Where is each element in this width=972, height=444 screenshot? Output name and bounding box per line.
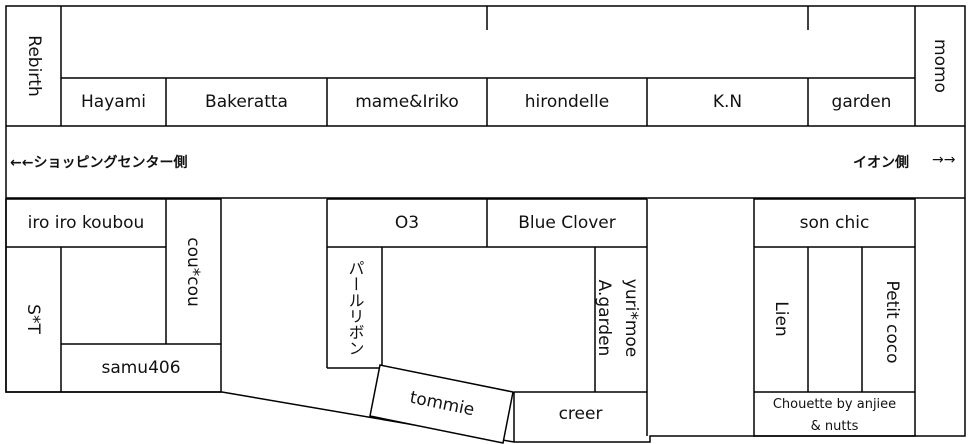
shop-mame-iriko: mame&Iriko: [355, 91, 459, 112]
shop-st: S*T: [23, 304, 44, 334]
shop-lien: Lien: [771, 301, 792, 337]
shop-yuri-moe-line1: yuri*moe: [621, 278, 642, 358]
shop-a-garden-line2: A.garden: [594, 279, 615, 357]
shop-rebirth: Rebirth: [24, 35, 45, 97]
shop-bakeratta: Bakeratta: [205, 91, 288, 112]
tommie-box: [369, 364, 514, 444]
shop-cou-cou: cou*cou: [183, 237, 204, 307]
shop-creer: creer: [558, 403, 603, 424]
shop-o3: O3: [394, 212, 420, 233]
direction-aeon-arrows: →→: [932, 152, 956, 168]
shop-pearl-ribbon: パールリボン: [345, 259, 365, 356]
shop-blue-clover: Blue Clover: [518, 212, 616, 233]
direction-shopping-center: ←←ショッピングセンター側: [10, 155, 188, 171]
shop-chouette-line2: & nutts: [810, 418, 859, 434]
shop-petit-coco: Petit coco: [882, 280, 903, 364]
shop-momo: momo: [930, 39, 951, 93]
shop-iro-iro-koubou: iro iro koubou: [27, 212, 145, 233]
shop-hirondelle: hirondelle: [524, 91, 610, 112]
direction-aeon: イオン側: [853, 155, 909, 171]
shop-samu406: samu406: [101, 357, 181, 378]
shop-kn: K.N: [712, 91, 743, 112]
shop-son-chic: son chic: [799, 212, 870, 233]
shop-garden: garden: [831, 91, 892, 112]
shop-chouette-line1: Chouette by anjiee: [772, 396, 897, 412]
shop-hayami: Hayami: [81, 91, 146, 112]
